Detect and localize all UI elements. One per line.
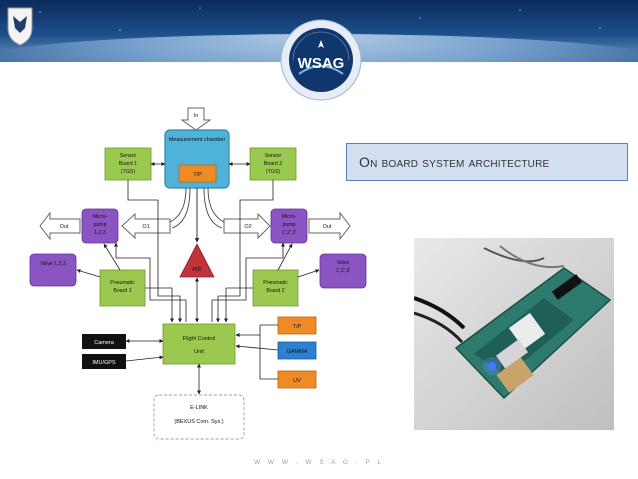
flow-chamber-o2b	[203, 187, 223, 229]
board-photo	[414, 238, 614, 430]
elink-box: E-LINK (BEXUS Com. Sys.)	[153, 394, 245, 440]
svg-text:(BEXUS Com. Sys.): (BEXUS Com. Sys.)	[174, 419, 223, 425]
tp-inner-label: T/P	[193, 172, 202, 178]
wsag-logo: WSAG	[280, 19, 362, 101]
link-pb2-fcu	[224, 287, 253, 323]
link-pb1-fcu	[145, 287, 174, 323]
uv-box: UV	[277, 370, 317, 389]
svg-text:Pneumatic: Pneumatic	[263, 280, 288, 286]
svg-text:E-LINK: E-LINK	[190, 405, 208, 411]
link-pb1-valve	[76, 269, 101, 278]
svg-text:IMU/GPS: IMU/GPS	[92, 360, 116, 366]
o1-arrow: O1	[121, 212, 171, 240]
svg-text:O1: O1	[142, 224, 149, 230]
svg-text:1',2',3': 1',2',3'	[282, 230, 297, 236]
imu-gps-box: IMU/GPS	[82, 354, 126, 369]
link-pb2-pump	[277, 243, 293, 271]
link-uv	[259, 325, 278, 380]
svg-text:Board 2: Board 2	[264, 161, 282, 167]
measurement-chamber-label: Measurement chamber	[169, 137, 226, 143]
svg-text:Sensor: Sensor	[265, 153, 282, 159]
output-arrow-right: Out	[308, 211, 351, 241]
svg-text:Sensor: Sensor	[120, 153, 137, 159]
svg-text:GAMMA: GAMMA	[287, 349, 308, 355]
link-pump1-fcu	[114, 242, 187, 322]
svg-text:Flight Control: Flight Control	[183, 336, 216, 342]
svg-text:Board 1: Board 1	[113, 288, 131, 294]
svg-text:Micro-: Micro-	[93, 214, 108, 220]
svg-text:Valve: Valve	[337, 260, 350, 266]
svg-text:Board 2: Board 2	[266, 288, 284, 294]
svg-text:pump: pump	[94, 222, 107, 228]
gamma-box: GAMMA	[277, 341, 317, 360]
svg-text:Micro-: Micro-	[282, 214, 297, 220]
svg-text:Pneumatic: Pneumatic	[110, 280, 135, 286]
sensor-board-1: Sensor Board 1 (TGS)	[104, 147, 152, 181]
slide-title: On board system architecture	[346, 143, 628, 181]
pneumatic-board-1: Pneumatic Board 1	[99, 269, 146, 307]
svg-text:T/P: T/P	[293, 324, 302, 330]
svg-text:Board 1: Board 1	[119, 161, 137, 167]
link-imu-fcu	[125, 355, 164, 362]
micropump-left: Micro- pump 1,2,3	[81, 208, 119, 244]
flow-chamber-o1b	[171, 187, 191, 229]
svg-text:Unit: Unit	[194, 349, 204, 355]
camera-box: Camera	[82, 334, 126, 349]
svg-text:(TGS): (TGS)	[266, 169, 280, 175]
pid-sensor: PID	[179, 243, 215, 278]
flow-chamber-o1	[169, 187, 187, 223]
link-pump2-fcu	[211, 242, 285, 322]
footer-url: W W W . W S A G . P L	[253, 459, 385, 466]
o2-arrow: O2	[223, 212, 271, 240]
svg-text:Camera: Camera	[94, 340, 115, 346]
svg-text:(TGS): (TGS)	[121, 169, 135, 175]
svg-text:O2: O2	[244, 224, 251, 230]
svg-text:1,2,3: 1,2,3	[94, 230, 106, 236]
measurement-chamber: Measurement chamber T/P	[164, 129, 230, 189]
flow-chamber-o2	[207, 187, 225, 223]
link-sensors-fcu	[235, 344, 279, 351]
university-shield-icon	[7, 7, 33, 46]
tp-right-box: T/P	[277, 316, 317, 335]
logo-text: WSAG	[298, 55, 345, 72]
svg-text:pump: pump	[283, 222, 296, 228]
flight-control-unit: Flight Control Unit	[162, 323, 236, 365]
svg-text:Out: Out	[323, 224, 332, 230]
svg-text:UV: UV	[293, 378, 301, 384]
svg-text:PID: PID	[192, 267, 201, 273]
input-arrow: In	[180, 107, 212, 131]
svg-text:1',2',3': 1',2',3'	[336, 268, 351, 274]
link-pb1-pump	[103, 243, 121, 271]
valve-right: Valve 1',2',3'	[319, 253, 367, 289]
pneumatic-board-2: Pneumatic Board 2	[252, 269, 299, 307]
svg-text:Out: Out	[60, 224, 69, 230]
valve-left: Valve 1,2,3	[29, 253, 77, 287]
sensor-board-2: Sensor Board 2 (TGS)	[249, 147, 297, 181]
svg-text:In: In	[194, 113, 199, 119]
micropump-right: Micro- pump 1',2',3'	[270, 208, 308, 244]
link-pb2-valve	[297, 269, 320, 278]
output-arrow-left: Out	[39, 211, 81, 241]
svg-text:Valve 1,2,3: Valve 1,2,3	[40, 261, 66, 267]
